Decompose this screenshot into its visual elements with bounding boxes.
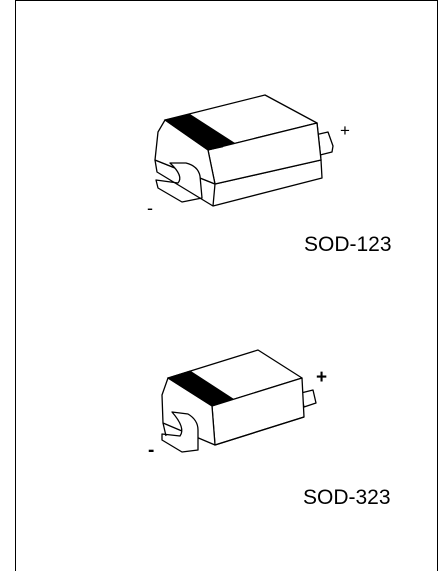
sod-123-name-label: SOD-123 (304, 233, 392, 256)
sod-323-cathode-lead (161, 411, 199, 453)
page-frame-top (15, 0, 438, 1)
sod-123-cathode-lead (155, 162, 203, 203)
sod-123-plus-label: + (340, 121, 350, 140)
sod-323-plus-label: + (316, 367, 328, 388)
sod-323-name-label: SOD-323 (303, 486, 391, 509)
sod-123-minus-label: - (147, 198, 153, 218)
page-frame (15, 0, 438, 571)
sod-323-minus-label: - (148, 440, 155, 461)
sod-323-cathode-band (166, 370, 235, 407)
